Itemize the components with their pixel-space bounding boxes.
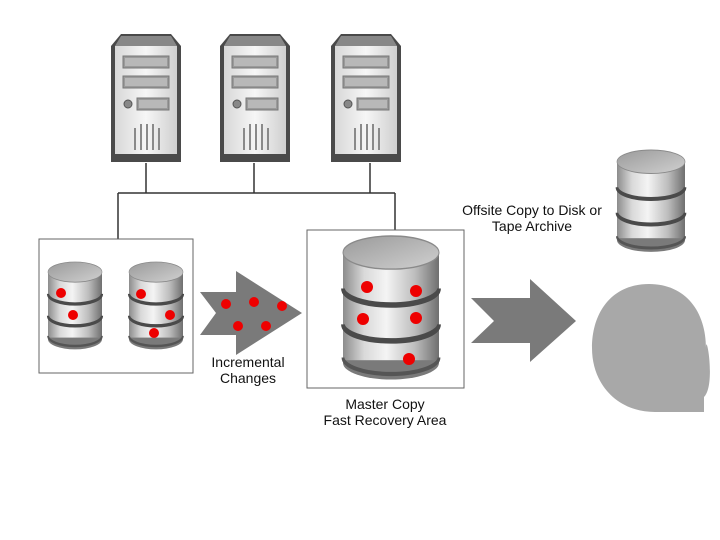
change-dots [357, 281, 422, 365]
database-icon [615, 148, 687, 254]
arrow-icon [471, 279, 576, 362]
incremental-label-line1: Incremental [211, 354, 285, 370]
server-icon [330, 33, 402, 163]
master-copy-label: Master Copy Fast Recovery Area [305, 396, 465, 428]
tape-icon [592, 284, 710, 412]
offsite-copy-label: Offsite Copy to Disk or Tape Archive [452, 202, 612, 234]
incremental-changes-label: Incremental Changes [200, 354, 296, 386]
database-icon [343, 236, 439, 380]
server-icon [219, 33, 291, 163]
change-dots [221, 297, 287, 331]
master-label-line2: Fast Recovery Area [323, 412, 447, 428]
offsite-label-line1: Offsite Copy to Disk or [462, 202, 602, 218]
change-dots [56, 288, 175, 338]
server-icon [110, 33, 182, 163]
master-label-line1: Master Copy [345, 396, 425, 412]
incremental-label-line2: Changes [219, 370, 277, 386]
offsite-label-line2: Tape Archive [491, 218, 573, 234]
database-icon [46, 260, 104, 352]
arrow-icon [200, 271, 302, 355]
connector-lines [117, 163, 396, 239]
